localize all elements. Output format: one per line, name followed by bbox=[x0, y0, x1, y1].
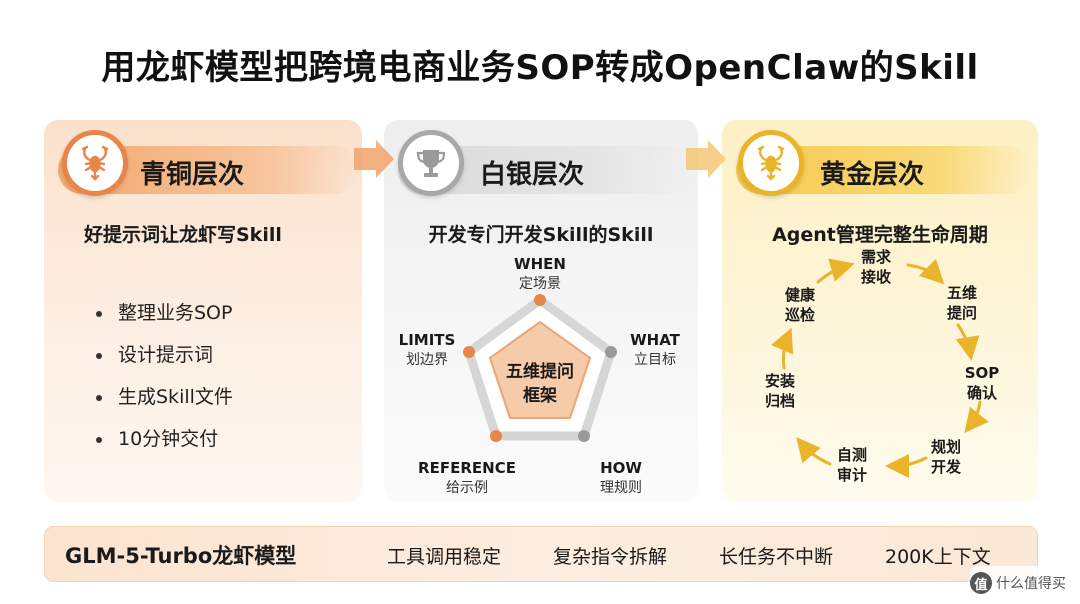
silver-tier-badge bbox=[398, 130, 464, 196]
radar-label-reference: REFERENCE 给示例 bbox=[418, 459, 516, 496]
cycle-node-requirement: 需求接收 bbox=[860, 248, 891, 286]
lobster-icon bbox=[757, 145, 785, 181]
page-title: 用龙虾模型把跨境电商业务SOP转成OpenClaw的Skill bbox=[101, 48, 979, 88]
list-item: 设计提示词 bbox=[94, 334, 233, 376]
arrow-right-icon bbox=[686, 140, 726, 178]
radar-node-limits bbox=[463, 346, 475, 358]
gold-tier-subtitle: Agent管理完整生命周期 bbox=[772, 224, 988, 246]
radar-center-label: 五维提问 框架 bbox=[506, 362, 574, 406]
feature-item: 工具调用稳定 bbox=[387, 546, 502, 568]
radar-diagram bbox=[463, 294, 617, 442]
list-item: 10分钟交付 bbox=[94, 418, 233, 460]
bronze-tier-subtitle: 好提示词让龙虾写Skill bbox=[84, 224, 282, 246]
list-item: 整理业务SOP bbox=[94, 292, 233, 334]
gold-tier-card: 黄金层次 Agent管理完整生命周期 bbox=[722, 120, 1038, 502]
radar-node-how bbox=[578, 430, 590, 442]
model-name: GLM-5-Turbo龙虾模型 bbox=[65, 544, 297, 568]
cycle-node-five-questions: 五维提问 bbox=[946, 284, 977, 322]
feature-item: 长任务不中断 bbox=[719, 546, 834, 568]
radar-inner-pentagon bbox=[488, 320, 592, 419]
radar-node-what bbox=[605, 346, 617, 358]
watermark: 值 什么值得买 bbox=[970, 566, 1070, 600]
radar-label-limits: LIMITS 划边界 bbox=[398, 331, 456, 368]
silver-tier-subtitle: 开发专门开发Skill的Skill bbox=[428, 224, 654, 246]
feature-item: 复杂指令拆解 bbox=[553, 546, 668, 568]
watermark-logo-icon: 值 bbox=[970, 572, 992, 594]
watermark-text: 什么值得买 bbox=[996, 576, 1066, 592]
feature-item: 200K上下文 bbox=[885, 546, 991, 568]
trophy-icon bbox=[416, 150, 446, 177]
radar-label-how: HOW 理规则 bbox=[600, 459, 642, 496]
model-feature-bar: GLM-5-Turbo龙虾模型 工具调用稳定 复杂指令拆解 长任务不中断 200… bbox=[44, 526, 1038, 582]
bronze-bullet-list: 整理业务SOP 设计提示词 生成Skill文件 10分钟交付 bbox=[94, 292, 233, 460]
arrow-right-icon bbox=[354, 140, 394, 178]
cycle-node-plan-develop: 规划开发 bbox=[930, 438, 961, 476]
lifecycle-cycle-arrows bbox=[771, 258, 989, 478]
bronze-tier-card: 青铜层次 好提示词让龙虾写Skill 整理业务SOP 设计提示词 生成Skill… bbox=[44, 120, 362, 502]
radar-label-when: WHEN 定场景 bbox=[514, 255, 566, 292]
cycle-node-install-archive: 安装归档 bbox=[764, 372, 795, 410]
lobster-icon bbox=[81, 145, 109, 181]
cycle-node-health-check: 健康巡检 bbox=[784, 286, 815, 324]
radar-label-what: WHAT 立目标 bbox=[630, 331, 680, 368]
gold-tier-name: 黄金层次 bbox=[820, 160, 925, 190]
gold-tier-badge bbox=[738, 130, 804, 196]
bronze-tier-name: 青铜层次 bbox=[140, 160, 245, 190]
bronze-tier-badge bbox=[62, 130, 128, 196]
cycle-node-self-test: 自测审计 bbox=[836, 446, 867, 484]
list-item: 生成Skill文件 bbox=[94, 376, 233, 418]
silver-tier-name: 白银层次 bbox=[480, 160, 585, 190]
radar-node-when bbox=[534, 294, 546, 306]
radar-node-reference bbox=[490, 430, 502, 442]
